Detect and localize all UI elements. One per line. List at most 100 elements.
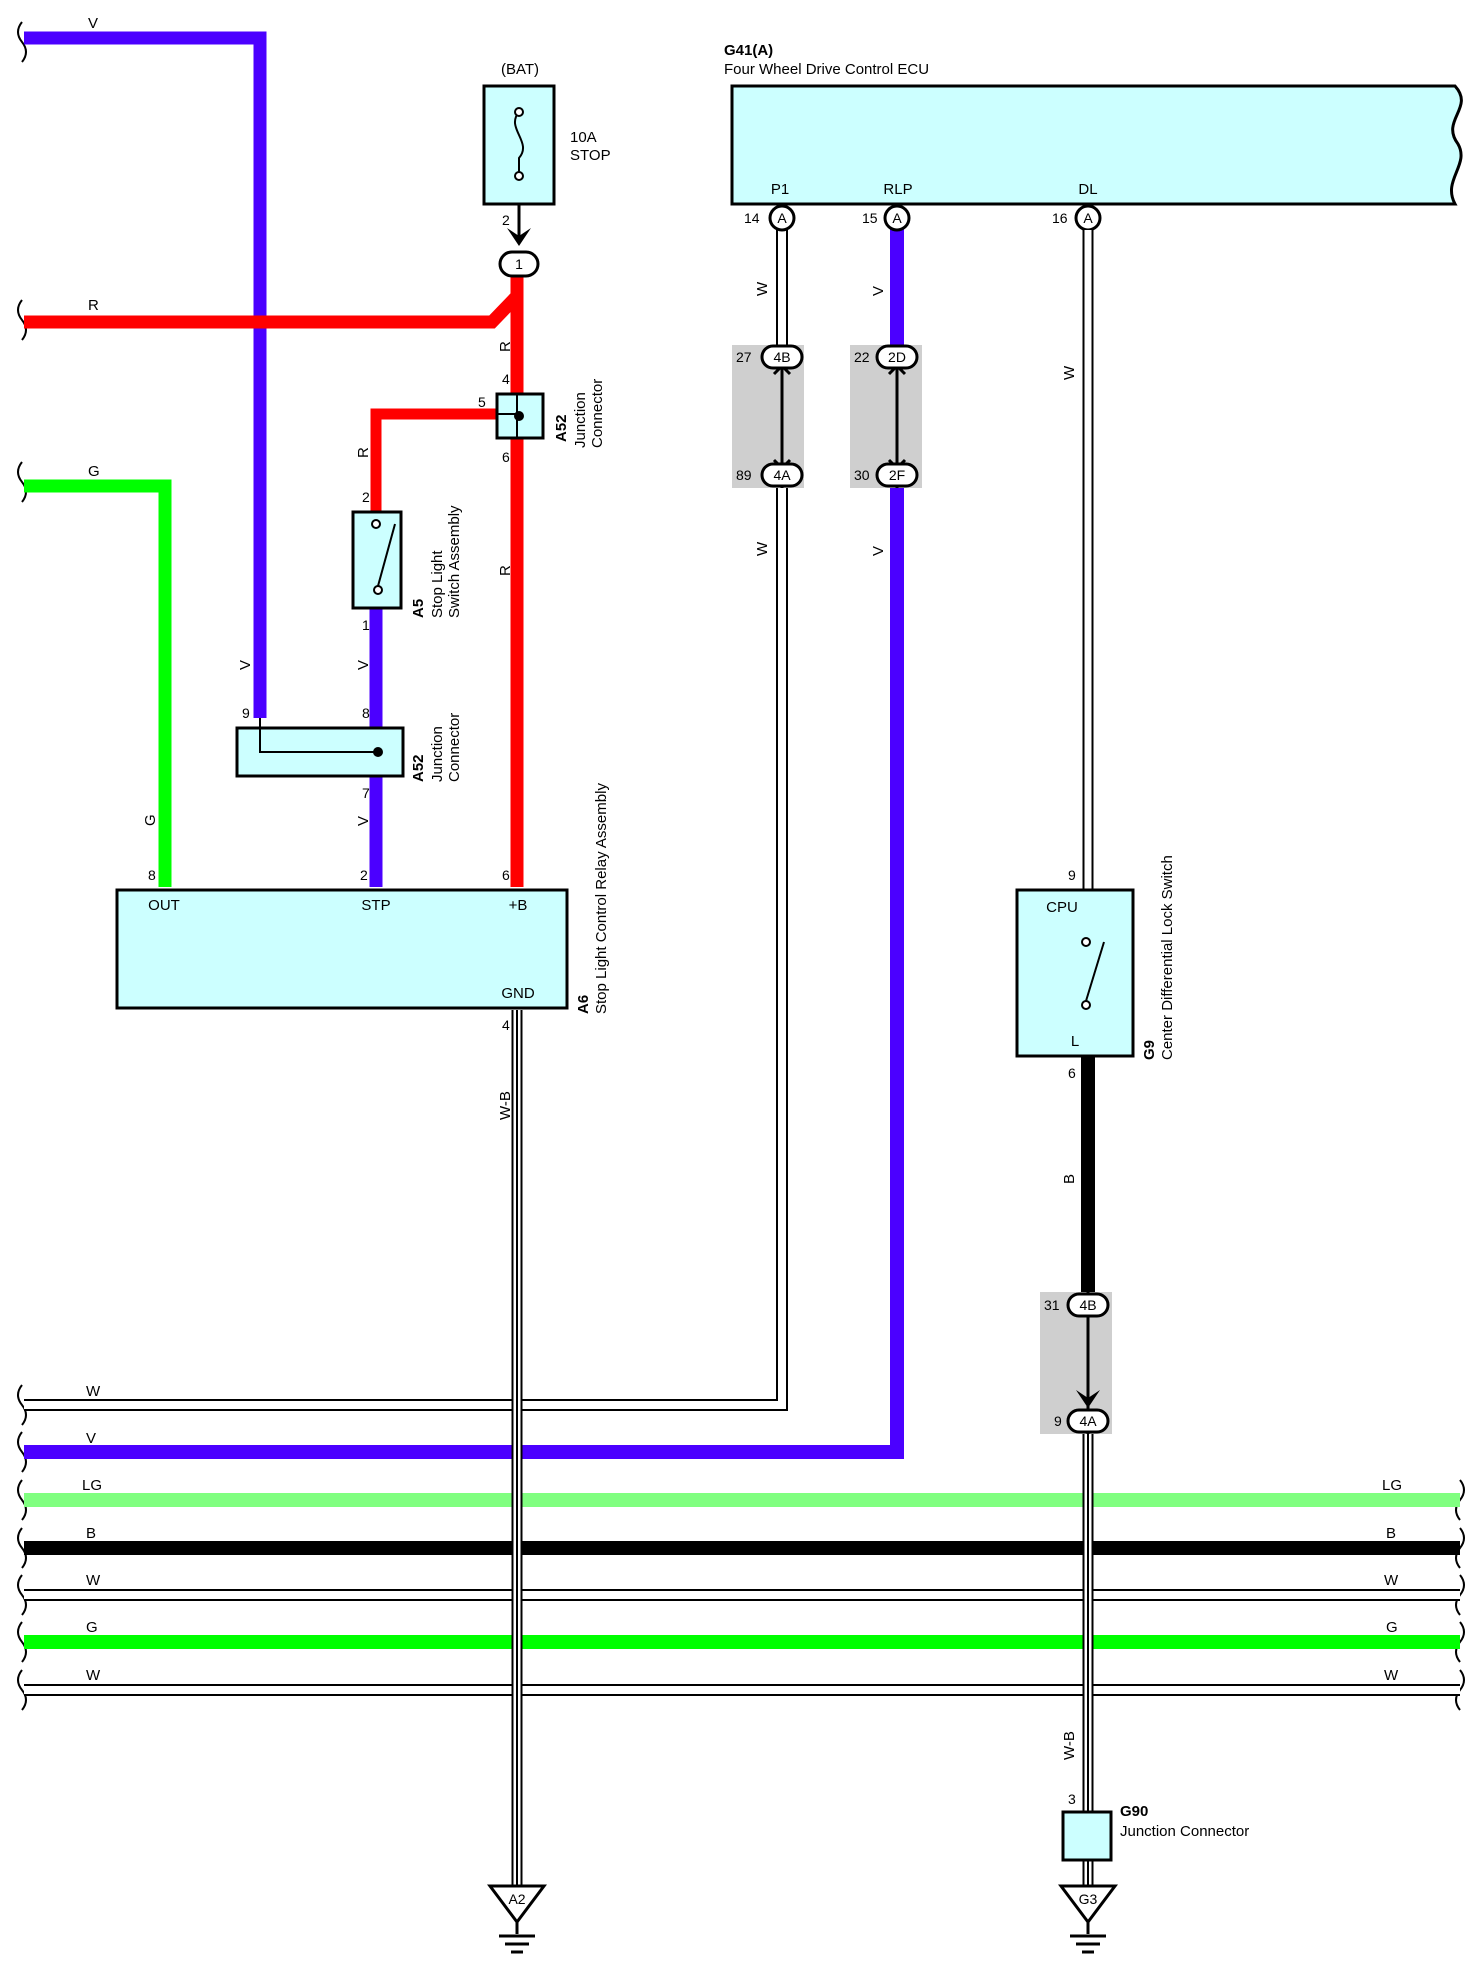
g9-name: Center Differential Lock Switch bbox=[1159, 855, 1176, 1060]
g41-dl-conn: A bbox=[1083, 210, 1093, 226]
break-mark-bus-b bbox=[17, 1527, 27, 1569]
bus-wire-w1-fill bbox=[24, 222, 786, 1409]
g41-pin-p1: A 14 bbox=[744, 204, 796, 232]
fuse-connector bbox=[498, 250, 540, 278]
wire-r-top bbox=[24, 291, 522, 329]
a52-upper-pin5: 5 bbox=[478, 394, 486, 410]
fuse-name: STOP bbox=[570, 147, 611, 164]
g41-pin-dl: A 16 bbox=[1052, 204, 1102, 232]
g9-l-label: L bbox=[1071, 1033, 1079, 1050]
a6-plusb-label: +B bbox=[509, 897, 528, 914]
inline-p1-bot-conn bbox=[760, 462, 804, 488]
a52-lower-pin9: 9 bbox=[242, 705, 250, 721]
a52-lower-pin7: 7 bbox=[362, 785, 370, 801]
fuse-terminal-top bbox=[514, 107, 524, 117]
a6-name: Stop Light Control Relay Assembly bbox=[593, 783, 610, 1014]
a5-contact-top bbox=[371, 519, 381, 529]
a5-switch-lever-icon bbox=[377, 523, 396, 587]
fuse-stop: 1 2 (BAT) 10A STOP bbox=[482, 61, 611, 278]
a5-name-line2: Switch Assembly bbox=[446, 505, 463, 618]
wire-g-out bbox=[24, 479, 172, 887]
fuse-connector-pin: 1 bbox=[515, 256, 523, 272]
g9-contact-top bbox=[1081, 937, 1091, 947]
a6-pin-plusb: 6 bbox=[502, 867, 510, 883]
inline-connector-g9: 4B 31 4A 9 bbox=[1040, 1292, 1112, 1434]
bus-wire-v bbox=[24, 222, 904, 1459]
a6-pin-out: 8 bbox=[148, 867, 156, 883]
ground-a2: A2 bbox=[487, 1884, 547, 1954]
g90-junction: 3 G90 Junction Connector bbox=[1061, 1791, 1249, 1862]
wire-label-g-out: G bbox=[142, 814, 159, 826]
break-mark-r-top bbox=[17, 299, 27, 341]
fuse-element-icon bbox=[513, 111, 525, 176]
wire-label-v-jc: V bbox=[355, 816, 372, 826]
g41-pin-rlp: A 15 bbox=[862, 204, 911, 232]
break-mark-bus-w3 bbox=[17, 1669, 27, 1711]
wire-v-top bbox=[24, 31, 267, 718]
inline-connector-p1: 4B 27 4A 89 bbox=[732, 344, 804, 488]
g41-p1-label: P1 bbox=[771, 181, 789, 198]
g9-contact-bottom bbox=[1081, 1000, 1091, 1010]
a52-lower-node bbox=[373, 747, 383, 757]
bus-label-lg-right: LG bbox=[1382, 1477, 1402, 1494]
bus-label-w2-right: W bbox=[1384, 1572, 1399, 1589]
bus-label-lg-left: LG bbox=[82, 1477, 102, 1494]
wire-r-jc-a5 bbox=[370, 408, 497, 512]
wire-label-v-sw: V bbox=[355, 660, 372, 670]
bus-wire-w1 bbox=[24, 222, 788, 1411]
a6-pin-stp: 2 bbox=[360, 867, 368, 883]
inline-p1-top-conn bbox=[760, 344, 804, 370]
wire-label-wb-gnd: W-B bbox=[497, 1091, 514, 1120]
a52-lower-name-line2: Connector bbox=[446, 713, 463, 782]
inline-rlp-top-conn-label: 2D bbox=[888, 349, 906, 365]
a6-gnd-label: GND bbox=[501, 985, 535, 1002]
bus-label-w1-left: W bbox=[86, 1383, 101, 1400]
wire-label-b-g9: B bbox=[1061, 1174, 1078, 1184]
a6-box bbox=[115, 888, 569, 1010]
g9-pin-l: 6 bbox=[1068, 1065, 1076, 1081]
wire-label-v-top-drop: V bbox=[237, 660, 254, 670]
g90-pin: 3 bbox=[1068, 1791, 1076, 1807]
wire-label-r-jc1: R bbox=[355, 447, 372, 458]
g41-code: G41(A) bbox=[724, 42, 773, 59]
g90-box bbox=[1061, 1810, 1113, 1862]
fuse-box bbox=[482, 84, 556, 206]
a6-out-label: OUT bbox=[148, 897, 180, 914]
break-mark-v-top bbox=[17, 21, 27, 63]
inline-rlp-top-pin: 22 bbox=[854, 349, 870, 365]
break-mark-bus-w1 bbox=[17, 1384, 27, 1426]
wire-label-w-p1-a: W bbox=[754, 281, 771, 296]
bus-label-b-right: B bbox=[1386, 1525, 1396, 1542]
wire-labels-right: W W V V W B W-B bbox=[754, 281, 1078, 1760]
ground-a2-triangle-icon bbox=[487, 1884, 547, 1925]
a5-name-line1: Stop Light bbox=[429, 550, 446, 618]
g41-rlp-pin: 15 bbox=[862, 210, 878, 226]
a5-code: A5 bbox=[410, 599, 427, 618]
inline-rlp-top-conn bbox=[875, 344, 919, 370]
bus-label-b-left: B bbox=[86, 1525, 96, 1542]
inline-g9-bot-conn bbox=[1066, 1408, 1110, 1434]
break-mark-bus-g bbox=[17, 1621, 27, 1663]
a6-code: A6 bbox=[575, 995, 592, 1014]
wire-label-v-rlp-a: V bbox=[870, 286, 887, 296]
bus-label-g-right: G bbox=[1386, 1619, 1398, 1636]
inline-p1-bot-pin: 89 bbox=[736, 467, 752, 483]
a52-upper-junction: 4 5 6 A52 Junction Connector bbox=[478, 371, 606, 465]
a52-lower-busbar bbox=[259, 718, 376, 753]
wire-label-r-jc2: R bbox=[497, 565, 514, 576]
a52-upper-name-line2: Connector bbox=[589, 379, 606, 448]
bus-label-v-left: V bbox=[86, 1430, 96, 1447]
inline-rlp-bot-conn-label: 2F bbox=[889, 467, 905, 483]
a52-lower-pin8: 8 bbox=[362, 705, 370, 721]
ground-a2-label: A2 bbox=[508, 1891, 525, 1907]
fuse-terminal-bottom bbox=[514, 171, 524, 181]
bus-label-w3-right: W bbox=[1384, 1667, 1399, 1684]
g9-pin-cpu: 9 bbox=[1068, 867, 1076, 883]
a52-upper-name-line1: Junction bbox=[572, 392, 589, 448]
g90-code: G90 bbox=[1120, 1803, 1148, 1820]
a52-lower-name-line1: Junction bbox=[429, 726, 446, 782]
fuse-source: (BAT) bbox=[501, 61, 539, 78]
g90-name: Junction Connector bbox=[1120, 1823, 1249, 1840]
g41-box bbox=[730, 84, 1463, 206]
